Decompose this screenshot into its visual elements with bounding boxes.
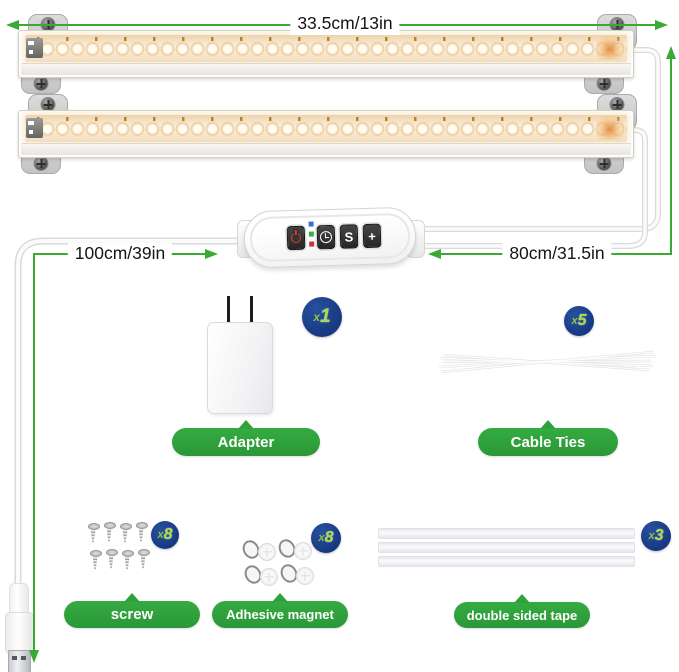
label-adhesive-magnet-text: Adhesive magnet (226, 607, 334, 622)
qty-value: 1 (320, 306, 331, 327)
strip-connector-right (597, 36, 625, 60)
screw-item (138, 549, 150, 569)
qty-prefix: x (648, 530, 655, 542)
qty-prefix: x (313, 310, 321, 324)
screw-item (136, 522, 148, 542)
screw-item (88, 523, 100, 543)
bar-housing (18, 110, 634, 158)
plus-button-label: + (367, 228, 376, 244)
usb-a-connector (8, 650, 31, 672)
blue-indicator-icon (308, 221, 314, 227)
screw-item (120, 523, 132, 543)
usb-power-adapter (207, 322, 273, 414)
bar-cable-length-label: 80cm/31.5in (502, 243, 612, 265)
qty-value: 8 (163, 526, 173, 543)
magnet-disc (294, 542, 312, 560)
qty-value: 5 (577, 312, 587, 329)
magnet-disc (260, 568, 278, 586)
adapter-prong (227, 296, 230, 323)
bar-housing (18, 30, 634, 78)
magnet-disc (258, 543, 276, 561)
usb-contact-hole (12, 656, 17, 660)
inline-controller: S + (236, 206, 426, 269)
label-adapter-text: Adapter (217, 433, 275, 451)
cable-ties-bundle (438, 350, 657, 374)
led-light-bar-2 (18, 94, 637, 174)
tape-strip (378, 542, 635, 553)
screw-item (104, 522, 116, 542)
screw-item (90, 550, 102, 570)
power-button (286, 225, 306, 251)
bracket-screw-icon (596, 76, 612, 91)
timer-button (316, 224, 336, 250)
adapter-prong (250, 296, 253, 323)
bar-rail (21, 63, 631, 75)
clock-icon (319, 230, 333, 244)
green-indicator-icon (308, 231, 314, 237)
screw-item (122, 550, 134, 570)
strip-connector-right (597, 116, 625, 140)
led-strip (25, 115, 627, 142)
controller-body: S + (243, 206, 417, 269)
strip-connector-left (26, 118, 43, 138)
led-light-bar-1 (18, 14, 637, 94)
tape-strip (378, 528, 635, 539)
bracket-screw-icon (33, 76, 49, 91)
label-screw-text: screw (110, 606, 154, 623)
usb-power-cable (14, 237, 244, 585)
usb-contact-hole (21, 656, 26, 660)
bar-length-label: 33.5cm/13in (290, 13, 400, 35)
power-icon (290, 232, 302, 244)
red-indicator-icon (309, 241, 315, 247)
qty-prefix: x (318, 532, 325, 544)
label-adapter: Adapter (172, 428, 320, 456)
led-strip (25, 35, 627, 62)
bar-rail (21, 143, 631, 155)
label-adhesive-magnet: Adhesive magnet (212, 601, 348, 628)
brightness-plus-button: + (362, 223, 382, 249)
usb-plug-housing (5, 612, 34, 654)
indicator-leds (308, 221, 315, 247)
bracket-screw-icon (596, 156, 612, 171)
qty-value: 3 (654, 527, 664, 544)
qty-prefix: x (571, 315, 578, 327)
strip-connector-left (26, 38, 43, 58)
bracket-screw-icon (33, 156, 49, 171)
label-cable-ties-text: Cable Ties (510, 433, 586, 451)
label-screw: screw (64, 601, 200, 628)
usb-cable-length-label: 100cm/39in (67, 243, 173, 265)
mode-button-label: S (344, 228, 354, 245)
label-double-sided-tape-text: double sided tape (466, 607, 578, 623)
tape-strip (378, 556, 635, 567)
mode-button: S (339, 224, 359, 249)
screw-item (106, 549, 118, 569)
qty-value: 8 (324, 529, 334, 546)
label-cable-ties: Cable Ties (478, 428, 618, 456)
magnet-disc (296, 567, 314, 585)
label-double-sided-tape: double sided tape (454, 602, 590, 628)
